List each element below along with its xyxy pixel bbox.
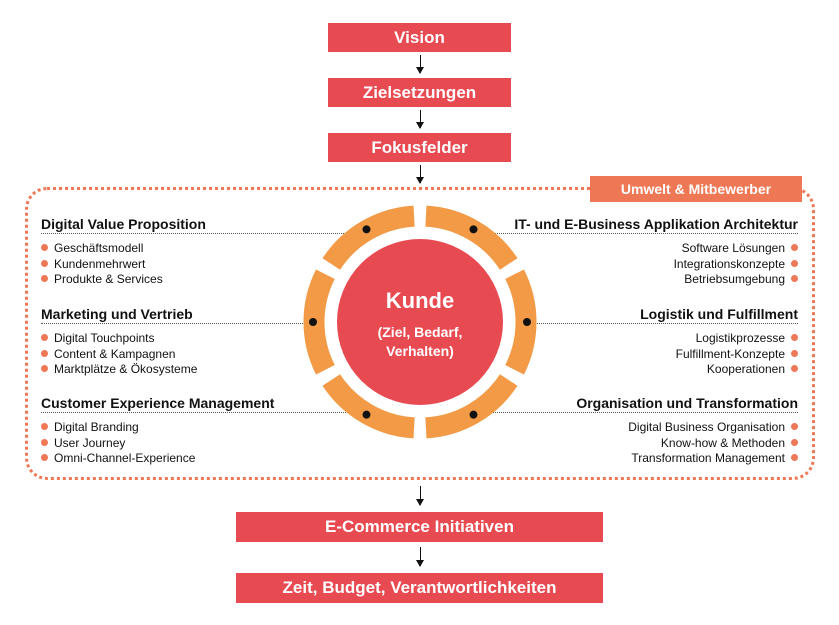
list-item: Kooperationen — [498, 362, 798, 378]
section-organisation: Organisation und Transformation Digital … — [498, 394, 798, 467]
bullet-icon — [41, 259, 48, 267]
arrow-down-icon — [416, 165, 424, 184]
item-label: Content & Kampagnen — [54, 346, 176, 361]
list-item: Produkte & Services — [41, 272, 341, 288]
arrow-down-icon — [416, 486, 424, 506]
kunde-subtitle-2: Verhalten) — [386, 343, 454, 359]
arrow-down-icon — [416, 55, 424, 74]
bullet-icon — [41, 275, 48, 283]
item-label: Fulfillment-Konzepte — [675, 346, 785, 361]
bullet-icon — [791, 454, 798, 462]
section-marketing-vertrieb: Marketing und Vertrieb Digital Touchpoin… — [41, 305, 341, 378]
list-item: Logistikprozesse — [498, 331, 798, 347]
umwelt-badge: Umwelt & Mitbewerber — [590, 176, 802, 202]
bullet-icon — [41, 349, 48, 357]
connector-dot — [362, 410, 371, 419]
section-title: Digital Value Proposition — [41, 216, 206, 232]
item-label: Omni-Channel-Experience — [54, 451, 196, 465]
item-label: User Journey — [54, 435, 126, 450]
item-label: Digital Business Organisation — [628, 420, 785, 434]
item-label: Kundenmehrwert — [54, 256, 146, 271]
zeit-budget-box: Zeit, Budget, Verantwortlichkeiten — [236, 573, 603, 603]
list-item: Fulfillment-Konzepte — [498, 347, 798, 363]
item-label: Digital Touchpoints — [54, 331, 155, 345]
item-label: Software Lösungen — [681, 241, 785, 255]
item-label: Marktplätze & Ökosysteme — [54, 362, 198, 376]
bullet-icon — [791, 438, 798, 446]
item-label: Know-how & Methoden — [660, 435, 785, 450]
bullet-icon — [791, 365, 798, 373]
section-title: IT- und E-Business Applikation Architekt… — [514, 216, 798, 232]
connector-line — [480, 412, 798, 413]
bullet-icon — [41, 334, 48, 342]
kunde-title: Kunde — [386, 288, 454, 313]
list-item: Marktplätze & Ökosysteme — [41, 362, 341, 378]
list-item: Software Lösungen — [468, 241, 798, 257]
list-item: Know-how & Methoden — [498, 436, 798, 452]
connector-dot — [362, 225, 371, 234]
list-item: Digital Touchpoints — [41, 331, 341, 347]
bullet-icon — [41, 423, 48, 431]
section-it-architektur: IT- und E-Business Applikation Architekt… — [468, 215, 798, 288]
list-item: Integrationskonzepte — [468, 257, 798, 273]
item-label: Digital Branding — [54, 420, 139, 434]
item-label: Logistikprozesse — [695, 331, 785, 345]
item-label: Produkte & Services — [54, 272, 163, 286]
connector-line — [527, 323, 798, 324]
arrow-down-icon — [416, 110, 424, 129]
bullet-icon — [791, 334, 798, 342]
connector-line — [480, 233, 798, 234]
environment-frame — [25, 187, 815, 480]
list-item: Transformation Management — [498, 451, 798, 467]
connector-line — [41, 323, 313, 324]
list-item: Kundenmehrwert — [41, 257, 341, 273]
list-item: Betriebsumgebung — [468, 272, 798, 288]
item-label: Geschäftsmodell — [54, 241, 144, 255]
bullet-icon — [41, 454, 48, 462]
bullet-icon — [791, 244, 798, 252]
section-title: Organisation und Transformation — [576, 395, 798, 411]
connector-dot — [523, 318, 531, 326]
section-title: Logistik und Fulfillment — [640, 306, 798, 322]
list-item: Content & Kampagnen — [41, 347, 341, 363]
bullet-icon — [791, 423, 798, 431]
arrow-down-icon — [416, 547, 424, 567]
connector-dot — [469, 225, 478, 234]
connector-line — [41, 412, 360, 413]
bullet-icon — [41, 365, 48, 373]
kunde-subtitle-1: (Ziel, Bedarf, — [378, 324, 463, 340]
item-label: Betriebsumgebung — [684, 272, 785, 286]
section-customer-experience: Customer Experience Management Digital B… — [41, 394, 341, 467]
vision-box: Vision — [328, 23, 511, 52]
list-item: Digital Branding — [41, 420, 341, 436]
zielsetzungen-box: Zielsetzungen — [328, 78, 511, 107]
bullet-icon — [791, 349, 798, 357]
bullet-icon — [41, 244, 48, 252]
list-item: User Journey — [41, 436, 341, 452]
ecommerce-initiativen-box: E-Commerce Initiativen — [236, 512, 603, 542]
section-title: Customer Experience Management — [41, 395, 275, 411]
section-title: Marketing und Vertrieb — [41, 306, 193, 322]
bullet-icon — [41, 438, 48, 446]
bullet-icon — [791, 259, 798, 267]
item-label: Integrationskonzepte — [673, 256, 785, 271]
list-item: Geschäftsmodell — [41, 241, 341, 257]
connector-dot — [309, 318, 317, 326]
list-item: Digital Business Organisation — [498, 420, 798, 436]
bullet-icon — [791, 275, 798, 283]
connector-line — [41, 233, 360, 234]
connector-dot — [469, 410, 478, 419]
list-item: Omni-Channel-Experience — [41, 451, 341, 467]
item-label: Transformation Management — [631, 451, 785, 465]
section-digital-value-proposition: Digital Value Proposition Geschäftsmodel… — [41, 215, 341, 288]
item-label: Kooperationen — [706, 362, 785, 376]
kunde-circle — [337, 239, 503, 405]
section-logistik: Logistik und Fulfillment Logistikprozess… — [498, 305, 798, 378]
fokusfelder-box: Fokusfelder — [328, 133, 511, 162]
